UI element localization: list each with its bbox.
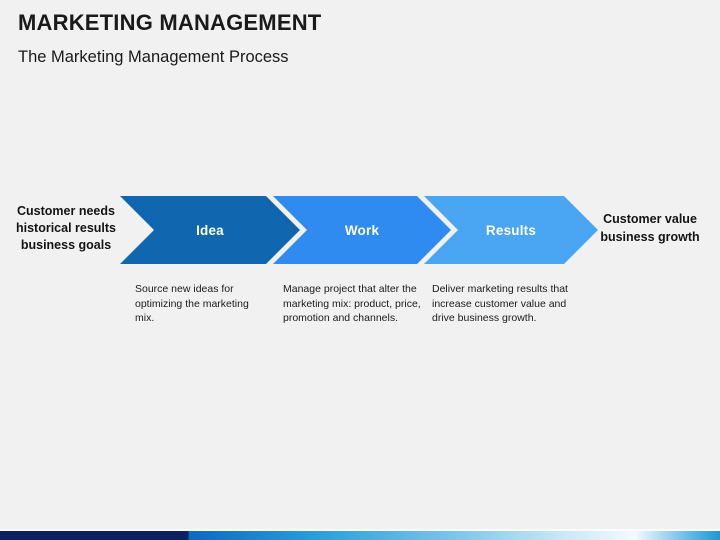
output-line: business growth	[600, 229, 700, 244]
input-line: business goals	[20, 238, 112, 252]
input-line: historical results	[15, 221, 117, 235]
footer-hairline	[0, 529, 720, 531]
step-label-work: Work	[344, 222, 380, 238]
footer-accent-bar	[0, 531, 720, 540]
step-description-work: Manage project that alter the marketing …	[283, 283, 421, 325]
input-line: Customer needs	[17, 204, 115, 218]
step-label-idea: Idea	[196, 222, 224, 238]
process-output-label: Customer value business growth	[594, 211, 706, 246]
chevron-arrow-idea: Idea	[120, 196, 300, 264]
slide-subtitle: The Marketing Management Process	[18, 48, 289, 66]
step-label-results: Results	[485, 222, 537, 238]
output-line: Customer value	[603, 212, 697, 226]
step-description-results: Deliver marketing results that increase …	[432, 283, 568, 325]
step-description-idea: Source new ideas for optimizing the mark…	[135, 283, 249, 325]
process-input-label: Customer needs historical results busine…	[10, 203, 122, 254]
slide-title: MARKETING MANAGEMENT	[18, 10, 322, 35]
